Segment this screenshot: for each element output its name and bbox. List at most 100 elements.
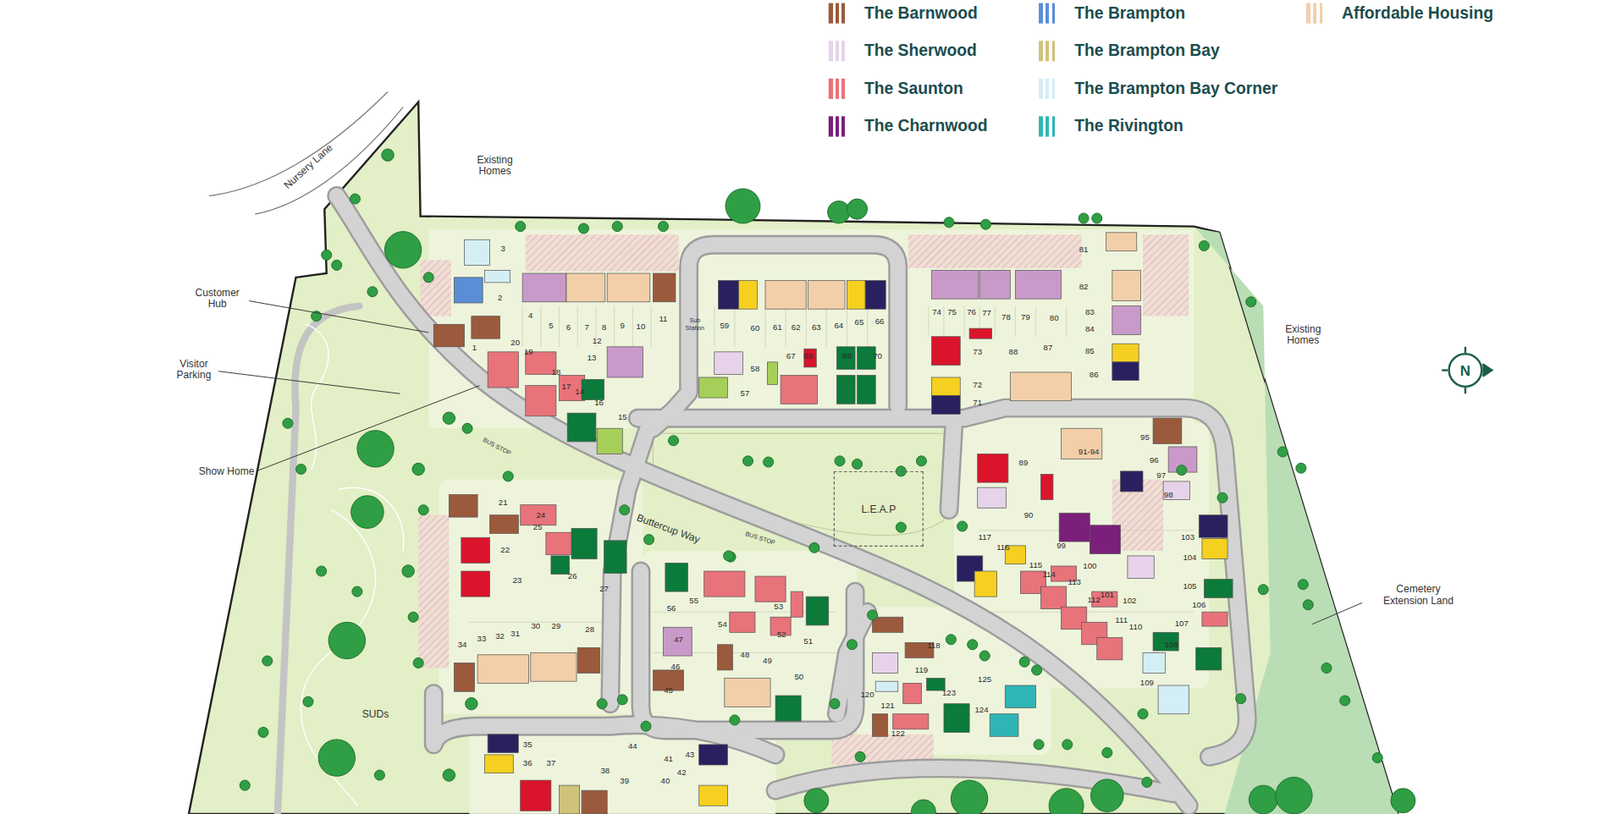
plot-number: 34	[457, 641, 468, 652]
plot-number: 24	[535, 512, 546, 522]
plot-number: 64	[833, 321, 844, 332]
plot-number: 80	[1049, 314, 1060, 325]
legend-swatch	[1038, 40, 1062, 61]
plot-number: 106	[1191, 601, 1206, 612]
plot-number: 81	[1079, 246, 1089, 256]
plot-number: 99	[1056, 542, 1066, 552]
plot-number: 84	[1085, 325, 1095, 336]
plot-number: 7	[584, 324, 589, 334]
plot-number: 78	[1001, 314, 1011, 324]
plot-number: 15	[617, 413, 628, 424]
play-area-box: L.E.A.P	[833, 471, 924, 547]
plot-number: 3	[501, 245, 506, 255]
plot-number: 49	[762, 657, 773, 668]
plot-number: 67	[786, 353, 796, 363]
plot-number: 17	[562, 383, 572, 393]
compass	[1441, 347, 1492, 394]
plot-number: 25	[533, 524, 543, 534]
map-label: Existing Homes	[1277, 323, 1329, 347]
plot-number: 75	[947, 308, 957, 319]
plot-number: 10	[636, 323, 646, 333]
plot-number: 124	[975, 706, 989, 717]
legend-swatch	[1306, 3, 1330, 24]
plot-number: 21	[498, 499, 508, 509]
plot-number: 5	[548, 321, 553, 332]
plot-number: 60	[750, 325, 761, 335]
plot-number: 45	[663, 687, 674, 697]
plot-number: 66	[875, 318, 885, 328]
plot-number: 9	[620, 321, 625, 332]
map-label: Sub Station	[679, 317, 711, 332]
plot-number: 47	[673, 636, 684, 646]
plot-number: 6	[566, 324, 571, 334]
plot-number: 38	[600, 767, 610, 778]
plot-number: 76	[966, 308, 977, 319]
plot-number: 95	[1140, 434, 1150, 444]
plot-number: 31	[510, 629, 520, 640]
plot-number: 125	[977, 676, 992, 686]
legend-swatch	[828, 78, 852, 100]
plot-number: 91-94	[1078, 448, 1100, 458]
plot-number: 77	[982, 309, 992, 320]
plot-number: 115	[1029, 562, 1043, 572]
map-label: Existing Homes	[468, 154, 520, 177]
plot-number: 52	[777, 631, 787, 641]
plot-number: 108	[1164, 641, 1179, 652]
plot-number: 122	[891, 730, 905, 740]
plot-number: 98	[1164, 491, 1174, 502]
plot-number: 88	[1009, 348, 1019, 359]
plot-number: 18	[551, 369, 562, 379]
plot-number: 120	[860, 691, 875, 701]
plot-number: 68	[803, 353, 813, 363]
legend-text: Affordable Housing	[1341, 4, 1494, 23]
plot-number: 30	[530, 623, 541, 633]
plot-number: 65	[855, 319, 865, 329]
legend-swatch	[1038, 115, 1062, 137]
plot-number: 40	[661, 777, 671, 788]
plot-number: 101	[1100, 591, 1115, 602]
plot-number: 105	[1182, 583, 1197, 593]
plot-number: 53	[773, 603, 784, 613]
legend-text: The Brampton Bay Corner	[1074, 79, 1278, 99]
plot-number: 70	[872, 353, 883, 363]
plot-number: 119	[915, 667, 928, 677]
plot-number: 103	[1180, 534, 1195, 544]
plot-number: 113	[1068, 579, 1082, 589]
plot-number: 51	[803, 638, 813, 648]
plot-number: 111	[1114, 617, 1128, 627]
plot-number: 71	[972, 399, 983, 409]
plot-number: 29	[551, 623, 562, 633]
plot-number: 37	[546, 760, 557, 770]
area-label: L.E.A.P	[860, 503, 896, 515]
plot-number: 61	[772, 324, 783, 334]
plot-number: 114	[1042, 571, 1055, 581]
map-label: Nursery Lane	[281, 141, 336, 191]
plot-number: 33	[477, 634, 487, 645]
plot-number: 23	[513, 577, 523, 587]
plot-number: 116	[996, 544, 1010, 554]
plot-number: 22	[500, 546, 510, 557]
plot-number: 96	[1149, 457, 1159, 467]
plot-number: 123	[942, 689, 956, 699]
plot-number: 83	[1085, 308, 1095, 319]
plot-number: 89	[1019, 459, 1029, 469]
plot-number: 69	[842, 353, 852, 363]
plot-number: 12	[592, 336, 602, 347]
map-label: Customer Hub	[190, 286, 244, 310]
plot-number: 1	[472, 344, 477, 354]
plot-number: 20	[510, 339, 520, 349]
plot-number: 62	[791, 324, 801, 334]
plot-number: 107	[1175, 619, 1189, 629]
map-label: Visitor Parking	[171, 358, 217, 381]
plot-number: 28	[584, 626, 595, 636]
plot-number: 90	[1024, 512, 1034, 522]
plot-number: 27	[599, 584, 609, 595]
plot-number: 86	[1089, 370, 1099, 381]
plot-number: 85	[1085, 347, 1095, 358]
legend-text: The Brampton Bay	[1074, 41, 1220, 61]
plot-number: 41	[663, 755, 674, 766]
plot-number: 73	[972, 348, 983, 359]
plot-number: 11	[658, 315, 668, 326]
legend-text: The Charnwood	[864, 117, 988, 137]
